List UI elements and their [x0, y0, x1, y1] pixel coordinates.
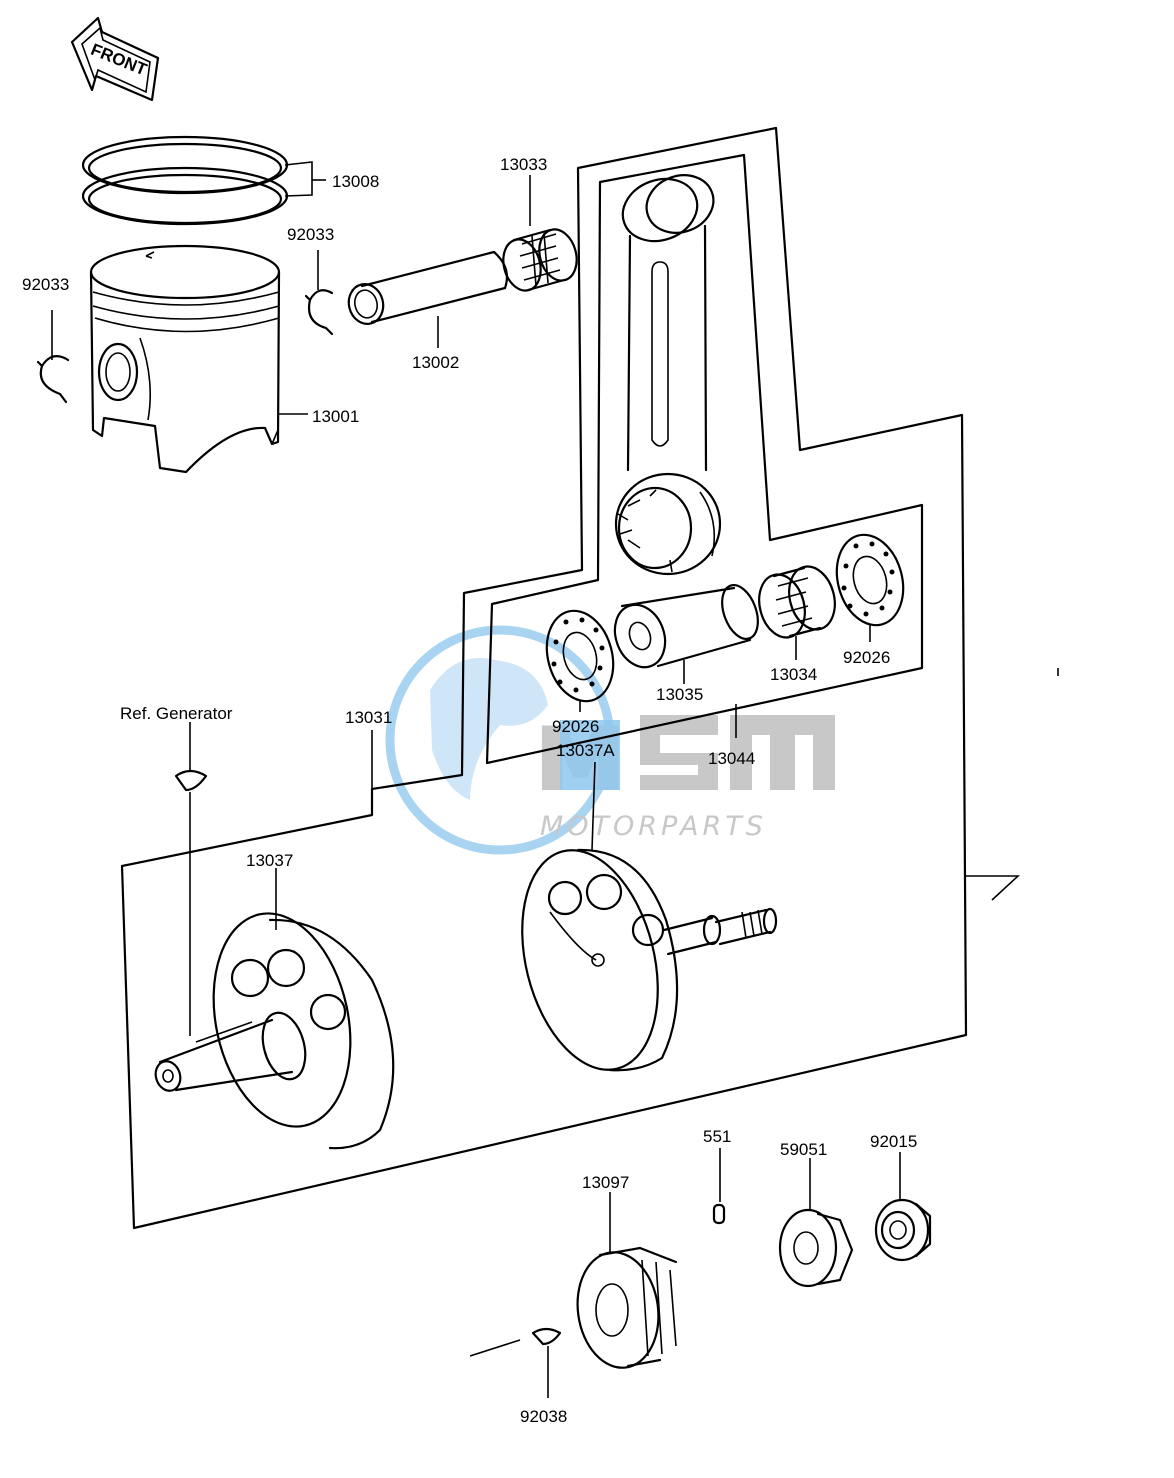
- label-13035: 13035: [656, 685, 703, 704]
- label-13097: 13097: [582, 1173, 629, 1192]
- sprocket: [778, 1208, 854, 1288]
- leader-lines: [51, 175, 1059, 1398]
- label-59051: 59051: [780, 1140, 827, 1159]
- crank-pin: [613, 584, 759, 669]
- label-551: 551: [703, 1127, 731, 1146]
- label-ref-generator: Ref. Generator: [120, 704, 233, 723]
- connecting-rod: [614, 174, 722, 576]
- label-13002: 13002: [412, 353, 459, 372]
- label-92026-left: 92026: [552, 717, 599, 736]
- piston-rings: [81, 135, 326, 226]
- big-end-bearing: [758, 565, 836, 639]
- label-92015: 92015: [870, 1132, 917, 1151]
- label-13001: 13001: [312, 407, 359, 426]
- crankshaft-assembly-outline: [120, 126, 968, 1230]
- woodruff-key-bottom: [531, 1327, 562, 1346]
- circlip-left: [36, 355, 70, 404]
- woodruff-key-top: [174, 769, 208, 792]
- thrust-washer-right: [835, 533, 905, 627]
- label-92038: 92038: [520, 1407, 567, 1426]
- dowel-pin: [712, 1203, 726, 1225]
- label-13037A: 13037A: [556, 741, 615, 760]
- flange-nut: [874, 1198, 932, 1262]
- crank-half-left: [154, 912, 395, 1150]
- primary-gear: [576, 1246, 678, 1369]
- label-13034: 13034: [770, 665, 817, 684]
- label-92033-left: 92033: [22, 275, 69, 294]
- front-arrow: FRONT: [70, 16, 160, 102]
- label-13044: 13044: [708, 749, 755, 768]
- crank-half-right: [521, 848, 778, 1072]
- conrod-assembly-outline: [485, 153, 924, 765]
- circlip-right: [304, 289, 334, 336]
- part-labels: 13008 92033 92033 13033 13002 13001 Ref.…: [22, 155, 917, 1426]
- small-end-bearing: [502, 228, 578, 292]
- label-13008: 13008: [332, 172, 379, 191]
- label-13031: 13031: [345, 708, 392, 727]
- label-13033: 13033: [500, 155, 547, 174]
- watermark: ᴍ MOTORPARTS: [385, 625, 835, 855]
- label-92026-right: 92026: [843, 648, 890, 667]
- label-92033-right: 92033: [287, 225, 334, 244]
- watermark-brand: MOTORPARTS: [540, 811, 767, 842]
- thrust-washer-left: [545, 609, 615, 703]
- label-13037: 13037: [246, 851, 293, 870]
- piston-pin: [347, 250, 509, 325]
- piston: [89, 244, 281, 474]
